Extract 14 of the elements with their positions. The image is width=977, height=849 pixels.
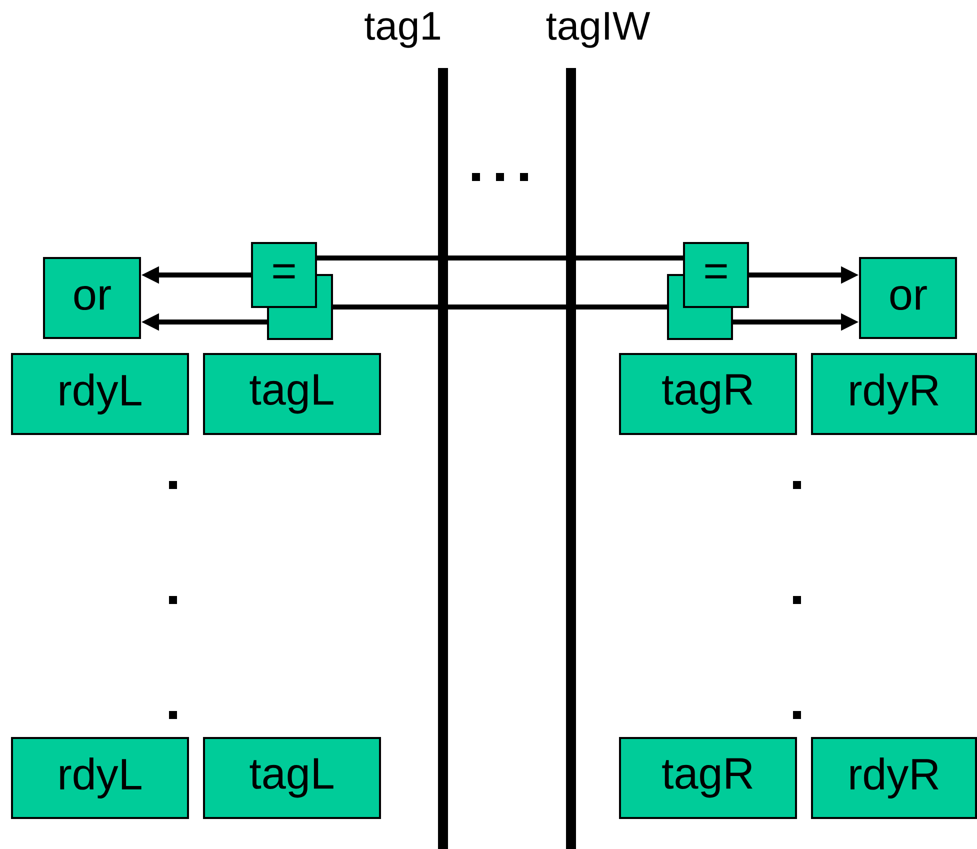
process-box: rdyR bbox=[811, 353, 977, 435]
process-box: tagL bbox=[203, 737, 381, 819]
process-box: or bbox=[43, 257, 141, 339]
connector-line bbox=[317, 256, 683, 260]
process-box: = bbox=[683, 242, 749, 308]
process-box: rdyR bbox=[811, 737, 977, 819]
connector-line bbox=[333, 304, 667, 310]
process-box: tagR bbox=[619, 353, 797, 435]
process-box: rdyL bbox=[11, 353, 189, 435]
process-box: or bbox=[859, 257, 957, 339]
process-box: rdyL bbox=[11, 737, 189, 819]
process-box: tagR bbox=[619, 737, 797, 819]
process-box: tagL bbox=[203, 353, 381, 435]
process-box: = bbox=[251, 242, 317, 308]
